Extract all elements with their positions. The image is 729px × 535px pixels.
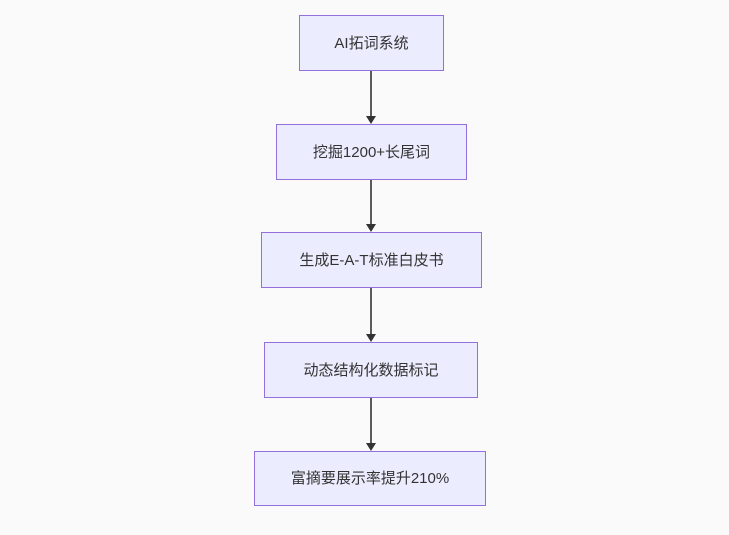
flow-node-label: 动态结构化数据标记 xyxy=(303,361,439,379)
flow-node-label: 富摘要展示率提升210% xyxy=(290,470,450,487)
flow-node-structured-data: 动态结构化数据标记 xyxy=(264,342,478,398)
flow-node-eat-whitepaper: 生成E-A-T标准白皮书 xyxy=(261,232,482,288)
flow-node-label: 生成E-A-T标准白皮书 xyxy=(299,251,444,269)
flow-node-label: 挖掘1200+长尾词 xyxy=(312,143,431,161)
arrowhead-down-icon xyxy=(366,334,376,342)
flow-arrow-4 xyxy=(365,398,377,451)
flow-node-rich-snippet-result: 富摘要展示率提升210% xyxy=(254,451,486,506)
flow-arrow-1 xyxy=(365,71,377,124)
arrow-line xyxy=(370,71,372,116)
flow-node-longtail-keywords: 挖掘1200+长尾词 xyxy=(276,124,467,180)
arrow-line xyxy=(370,398,372,443)
arrow-line xyxy=(370,180,372,224)
arrowhead-down-icon xyxy=(366,224,376,232)
flow-node-label: AI拓词系统 xyxy=(334,34,409,52)
flow-arrow-3 xyxy=(365,288,377,342)
flow-node-ai-system: AI拓词系统 xyxy=(299,15,444,71)
flow-arrow-2 xyxy=(365,180,377,232)
arrow-line xyxy=(370,288,372,334)
arrowhead-down-icon xyxy=(366,443,376,451)
arrowhead-down-icon xyxy=(366,116,376,124)
